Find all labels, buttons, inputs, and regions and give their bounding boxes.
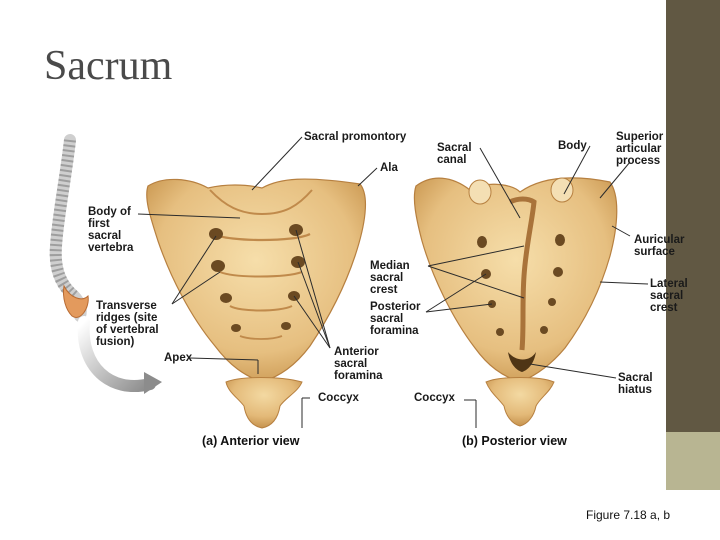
sacrum-figure: Sacral promontory Ala Body of first sacr… [40, 126, 710, 456]
vertebral-column-thumbnail [56, 140, 162, 394]
label-sacral-promontory: Sacral promontory [304, 131, 406, 143]
caption-anterior-view: (a) Anterior view [202, 434, 299, 448]
caption-posterior-view: (b) Posterior view [462, 434, 567, 448]
label-posterior-sacral-foramina: Posterior sacral foramina [370, 301, 421, 337]
anterior-sacrum [147, 179, 366, 428]
label-body: Body [558, 140, 587, 152]
label-body-of-first-sacral-vertebra: Body of first sacral vertebra [88, 206, 133, 254]
slide-title: Sacrum [44, 42, 172, 90]
label-sacral-canal: Sacral canal [437, 142, 472, 166]
label-sacral-hiatus: Sacral hiatus [618, 372, 653, 396]
sidebar-white-band [666, 490, 720, 540]
label-coccyx-posterior: Coccyx [414, 392, 455, 404]
posterior-sacrum [414, 178, 616, 426]
label-superior-articular-process: Superior articular process [616, 131, 663, 167]
label-transverse-ridges: Transverse ridges (site of vertebral fus… [96, 300, 159, 348]
label-apex: Apex [164, 352, 192, 364]
label-anterior-sacral-foramina: Anterior sacral foramina [334, 346, 383, 382]
label-coccyx-anterior: Coccyx [318, 392, 359, 404]
label-auricular-surface: Auricular surface [634, 234, 685, 258]
label-median-sacral-crest: Median sacral crest [370, 260, 410, 296]
label-ala: Ala [380, 162, 398, 174]
figure-reference: Figure 7.18 a, b [586, 508, 670, 522]
label-lateral-sacral-crest: Lateral sacral crest [650, 278, 688, 314]
